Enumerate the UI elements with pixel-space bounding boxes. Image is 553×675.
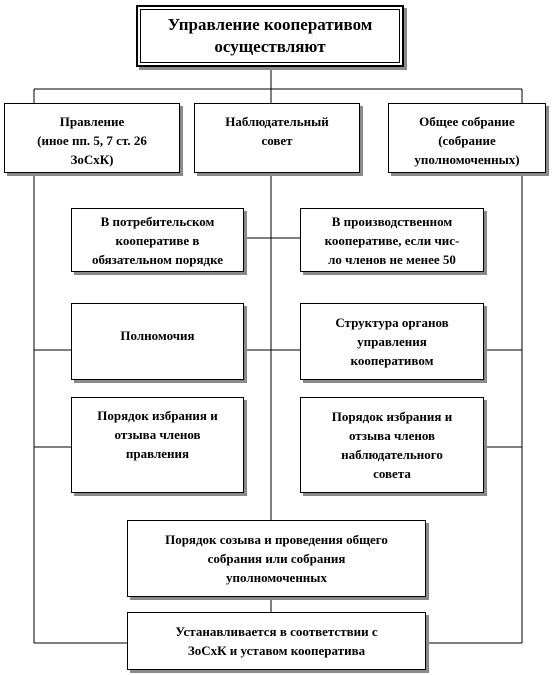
board-box: Правление (иное пп. 5, 7 ст. 26 ЗоСхК) — [4, 103, 180, 173]
board-election-label: Порядок избрания и отзыва членов правлен… — [97, 408, 218, 461]
powers-label: Полномочия — [120, 328, 195, 343]
meeting-procedure-box: Порядок созыва и проведения общего собра… — [127, 520, 426, 597]
consumer-cooperative-label: В потребительском кооперативе в обязател… — [91, 213, 224, 267]
structure-label: Структура органов управления кооперативо… — [335, 315, 449, 368]
structure-box: Структура органов управления кооперативо… — [300, 303, 484, 380]
meeting-procedure-label: Порядок созыва и проведения общего собра… — [165, 532, 388, 585]
council-election-box: Порядок избрания и отзыва членов наблюда… — [300, 397, 484, 493]
board-label: Правление (иное пп. 5, 7 ст. 26 ЗоСхК) — [37, 114, 147, 167]
production-cooperative-box: В производственном кооперативе, если чис… — [300, 208, 484, 272]
established-box: Устанавливается в соответствии с ЗоСхК и… — [127, 612, 426, 670]
established-label: Устанавливается в соответствии с ЗоСхК и… — [175, 624, 378, 658]
supervisory-council-box: Наблюдательный совет — [194, 103, 360, 173]
powers-box: Полномочия — [71, 303, 244, 380]
general-meeting-label: Общее собрание (собрание уполномоченных) — [414, 114, 520, 167]
diagram-title: Управление кооперативом осуществляют — [167, 15, 373, 56]
diagram-title-box: Управление кооперативом осуществляют — [136, 5, 404, 67]
supervisory-council-label: Наблюдательный совет — [225, 114, 329, 148]
board-election-box: Порядок избрания и отзыва членов правлен… — [71, 397, 244, 493]
general-meeting-box: Общее собрание (собрание уполномоченных) — [388, 103, 546, 173]
consumer-cooperative-box: В потребительском кооперативе в обязател… — [71, 208, 244, 272]
council-election-label: Порядок избрания и отзыва членов наблюда… — [331, 409, 453, 481]
production-cooperative-label: В производственном кооперативе, если чис… — [324, 213, 460, 267]
